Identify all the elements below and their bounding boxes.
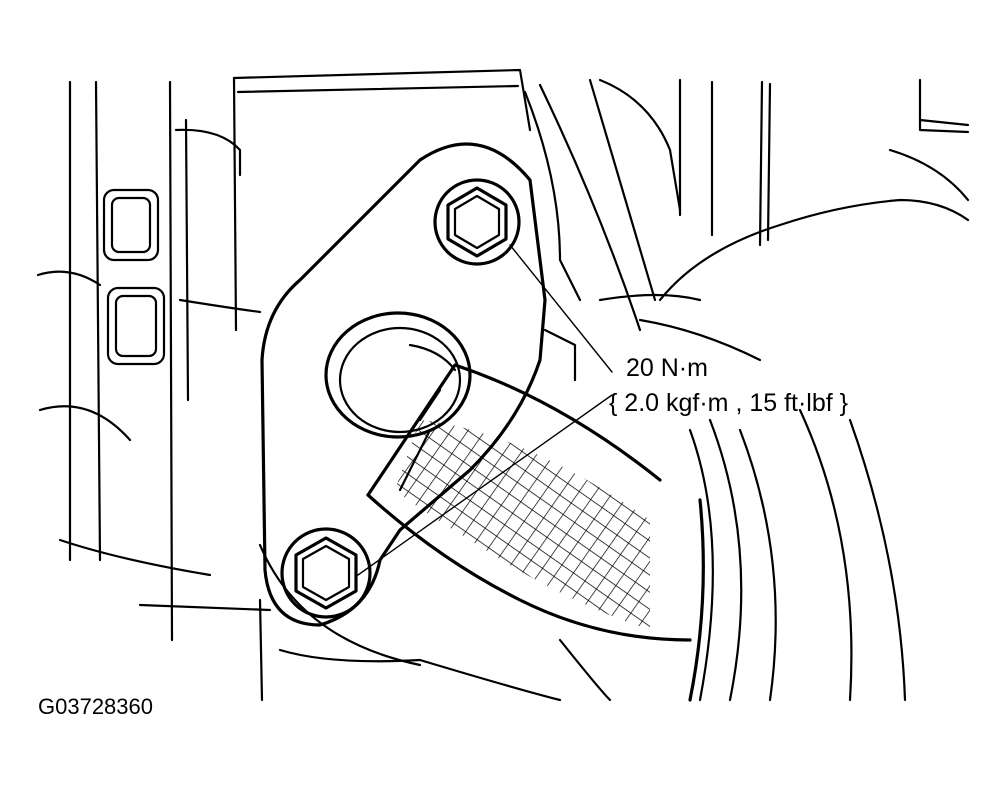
heat-shield [366, 363, 692, 642]
torque-value-metric: 20 N·m [626, 354, 708, 382]
lower-bolt [280, 527, 372, 619]
rail-slots [102, 188, 166, 366]
flange-plate [260, 142, 547, 627]
exhaust-pipe-curves [688, 408, 907, 702]
torque-leader-lines [357, 244, 613, 576]
lower-outlines [258, 543, 612, 702]
left-frame-rails [36, 76, 272, 642]
torque-value-conversions: { 2.0 kgf·m , 15 ft·lbf } [609, 389, 849, 417]
flange-opening [324, 311, 472, 439]
figure-code: G03728360 [38, 694, 153, 719]
engine-body-outline [174, 68, 970, 362]
upper-bolt [433, 178, 521, 266]
